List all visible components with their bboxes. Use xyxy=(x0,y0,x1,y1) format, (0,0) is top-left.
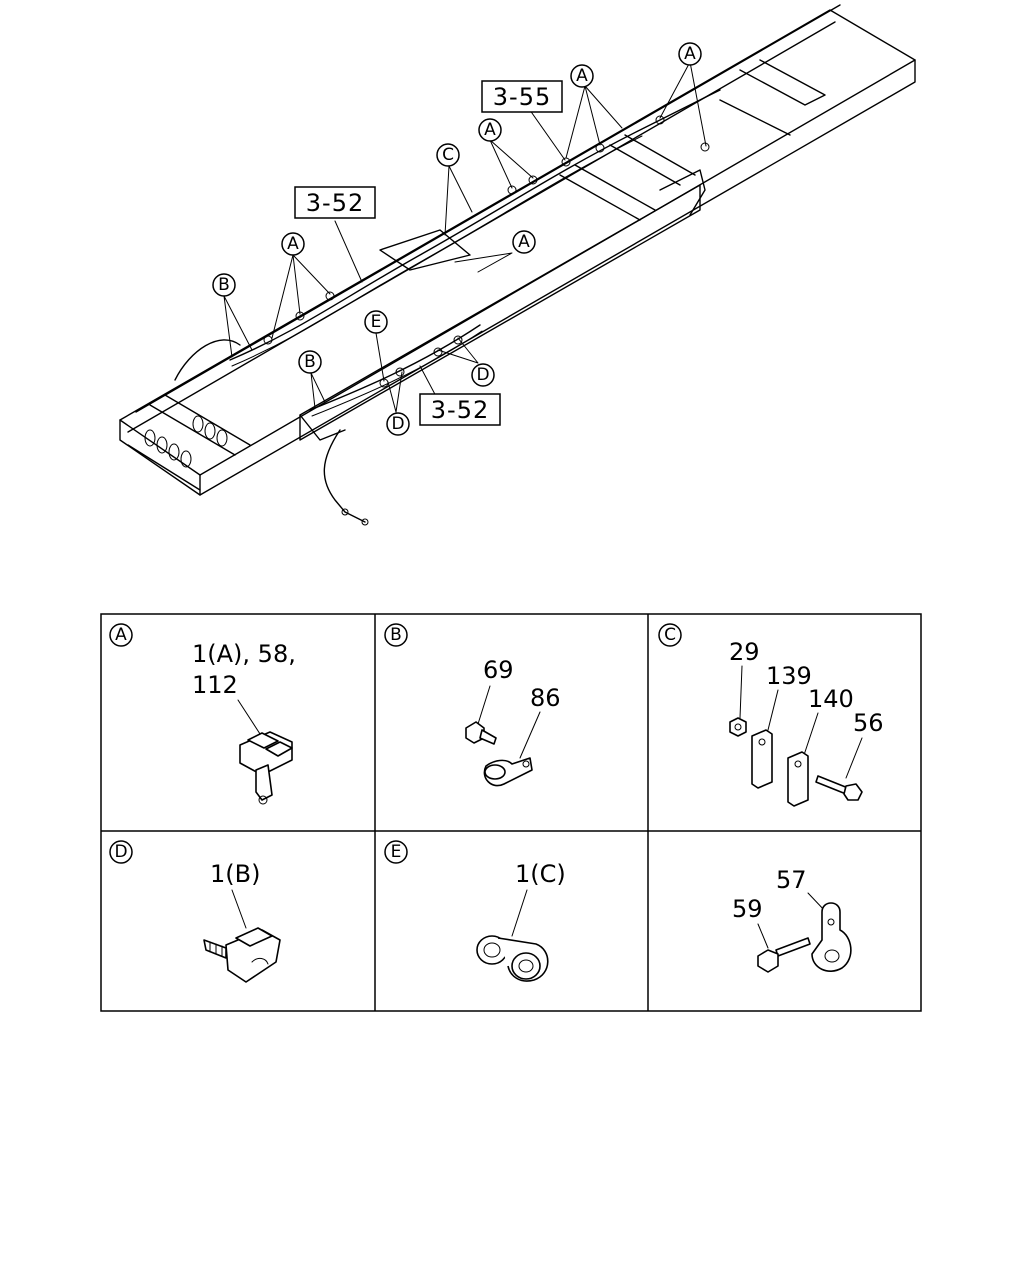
bracket-140-drawing xyxy=(787,751,809,807)
callout-c-letter: C xyxy=(442,145,454,165)
panel-c-label-29: 29 xyxy=(729,638,760,666)
nut-29-drawing xyxy=(729,717,747,737)
callout-a-1-letter: A xyxy=(576,66,588,86)
callout-a-1: A xyxy=(570,64,594,88)
detail-panel-e: E 1(C) xyxy=(384,840,566,982)
callout-b-1-letter: B xyxy=(218,275,230,295)
bolt-56-drawing xyxy=(815,775,863,801)
callout-d-2: D xyxy=(386,412,410,436)
callout-a-3-letter: A xyxy=(484,120,496,140)
callout-d-2-letter: D xyxy=(391,414,404,434)
panel-c-label-56: 56 xyxy=(853,709,884,737)
detail-panel-c: C 29 139 140 56 xyxy=(658,623,884,807)
detail-panel-b: B 69 86 xyxy=(384,623,561,787)
panel-c-label-139: 139 xyxy=(766,662,812,690)
detail-grid xyxy=(100,613,922,1012)
panel-c-label-140: 140 xyxy=(808,685,854,713)
bracket-139-drawing xyxy=(751,729,773,789)
panel-a-letter: A xyxy=(115,625,127,645)
detail-panel-a: A 1(A), 58, 112 xyxy=(109,623,296,805)
panel-f-label-57: 57 xyxy=(776,866,807,894)
callout-b-1: B xyxy=(212,273,236,297)
callout-a-2-letter: A xyxy=(684,44,696,64)
callout-b-2: B xyxy=(298,350,322,374)
bolt-59-drawing xyxy=(757,937,811,973)
panel-f-label-59: 59 xyxy=(732,895,763,923)
ref-box-3-52-upper: 3-52 xyxy=(294,186,376,219)
callout-d-1-letter: D xyxy=(476,365,489,385)
detail-panel-f: 57 59 xyxy=(732,866,852,973)
detail-panel-d: D 1(B) xyxy=(109,840,281,983)
panel-b-label-69: 69 xyxy=(483,656,514,684)
callout-d-1: D xyxy=(471,363,495,387)
clip-d-drawing xyxy=(203,927,281,983)
clamp-86-drawing xyxy=(483,757,533,787)
panel-d-letter: D xyxy=(114,842,127,862)
panel-c-letter: C xyxy=(664,625,676,645)
panel-d-label-1b: 1(B) xyxy=(210,860,260,888)
callout-c: C xyxy=(436,143,460,167)
callout-e-letter: E xyxy=(371,312,382,332)
callout-a-3: A xyxy=(478,118,502,142)
panel-b-label-86: 86 xyxy=(530,684,561,712)
ref-box-3-55: 3-55 xyxy=(481,80,563,113)
chassis-frame xyxy=(119,4,916,526)
callout-a-5: A xyxy=(281,232,305,256)
panel-a-label-1: 1(A), 58, xyxy=(192,640,296,668)
clip-e-drawing xyxy=(476,935,549,982)
panel-b-letter: B xyxy=(390,625,402,645)
callout-a-4-letter: A xyxy=(518,232,530,252)
ref-label-3-55: 3-55 xyxy=(493,83,551,111)
panel-a-label-2: 112 xyxy=(192,671,238,699)
callout-a-2: A xyxy=(678,42,702,66)
ref-label-3-52-lower: 3-52 xyxy=(431,396,489,424)
bolt-69-drawing xyxy=(465,721,497,745)
panel-e-label-1c: 1(C) xyxy=(515,860,566,888)
panel-e-letter: E xyxy=(391,842,402,862)
callout-a-5-letter: A xyxy=(287,234,299,254)
callout-b-2-letter: B xyxy=(304,352,316,372)
callout-a-4: A xyxy=(512,230,536,254)
clamp-57-drawing xyxy=(811,902,852,972)
ref-box-3-52-lower: 3-52 xyxy=(419,393,501,426)
clip-a-drawing xyxy=(239,731,293,805)
ref-label-3-52-upper: 3-52 xyxy=(306,189,364,217)
callout-e: E xyxy=(364,310,388,334)
